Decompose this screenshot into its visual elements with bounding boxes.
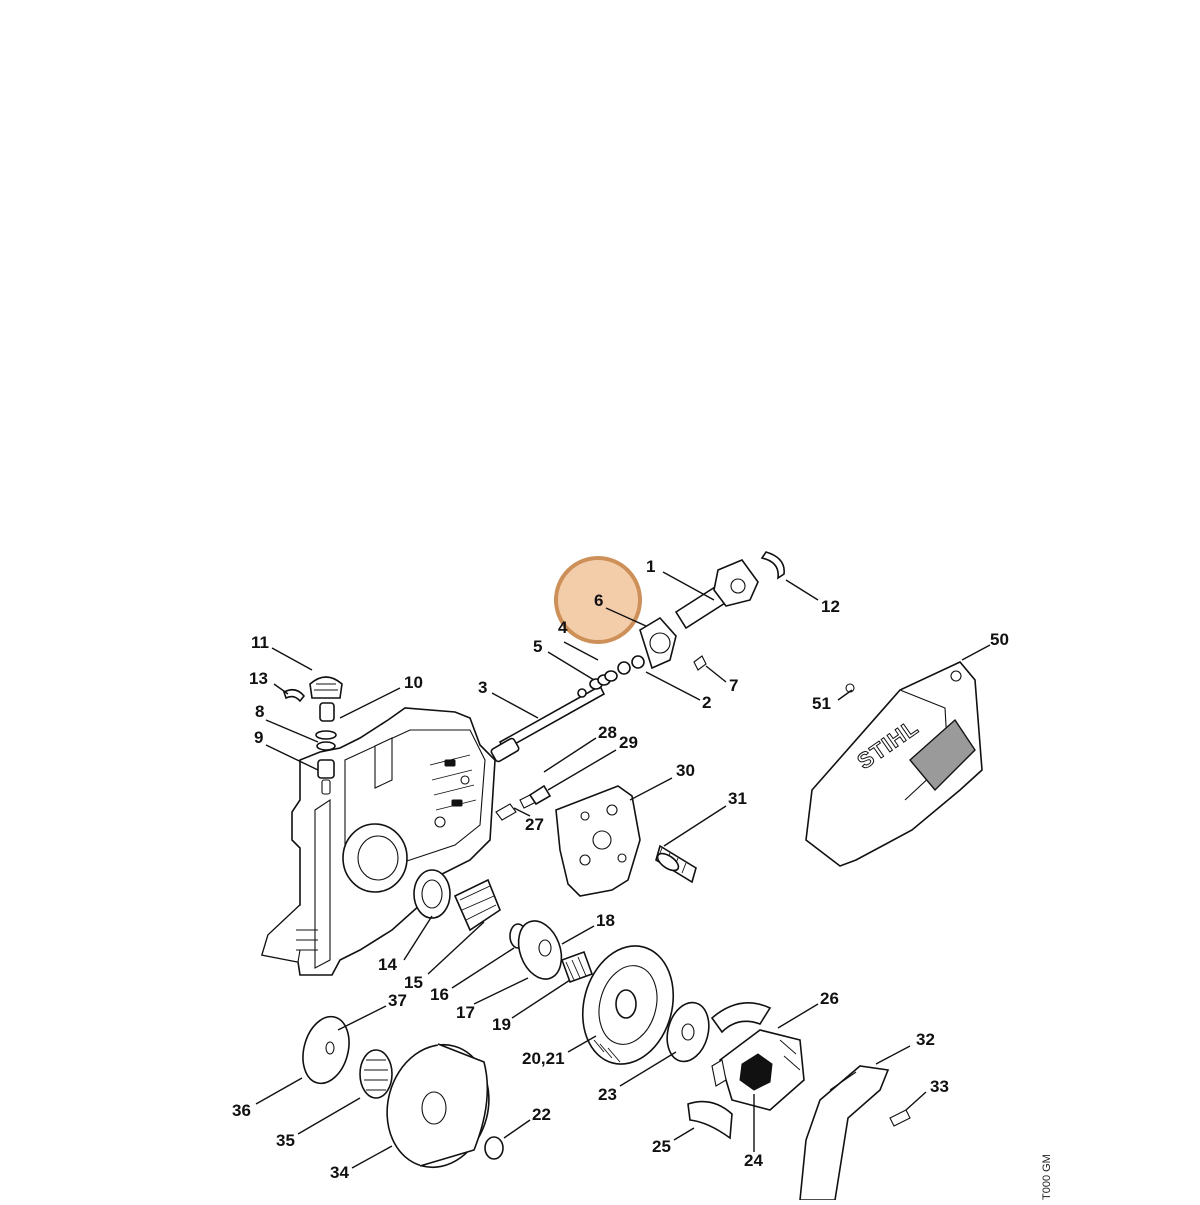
callout-27[interactable]: 27 bbox=[525, 815, 544, 834]
callout-12[interactable]: 12 bbox=[821, 597, 840, 616]
highlight-circle[interactable] bbox=[554, 556, 642, 644]
clutch-washer bbox=[666, 1001, 710, 1063]
clutch-bearing-parts bbox=[413, 869, 594, 984]
highlight-marker[interactable]: 6 bbox=[554, 556, 647, 644]
callout-24[interactable]: 24 bbox=[744, 1151, 763, 1170]
callout-35[interactable]: 35 bbox=[276, 1131, 295, 1150]
callout-2[interactable]: 2 bbox=[702, 693, 711, 712]
callout-30[interactable]: 30 bbox=[676, 761, 695, 780]
callout-16[interactable]: 16 bbox=[430, 985, 449, 1004]
callout-5[interactable]: 5 bbox=[533, 637, 542, 656]
callout-8[interactable]: 8 bbox=[255, 702, 264, 721]
clutch-drum bbox=[581, 945, 675, 1065]
highlight-label[interactable]: 6 bbox=[594, 591, 603, 610]
callout-10[interactable]: 10 bbox=[404, 673, 423, 692]
callout-50[interactable]: 50 bbox=[990, 630, 1009, 649]
callout-labels: 1 12 4 50 5 2 7 11 10 13 3 51 8 28 29 9 … bbox=[232, 557, 1009, 1182]
callout-36[interactable]: 36 bbox=[232, 1101, 251, 1120]
callout-7[interactable]: 7 bbox=[729, 676, 738, 695]
bar-stud bbox=[655, 844, 697, 884]
callout-51[interactable]: 51 bbox=[812, 694, 831, 713]
callout-17[interactable]: 17 bbox=[456, 1003, 475, 1022]
chain-guard bbox=[799, 1065, 911, 1201]
callout-29[interactable]: 29 bbox=[619, 733, 638, 752]
callout-13[interactable]: 13 bbox=[249, 669, 268, 688]
oil-pump-parts bbox=[490, 551, 785, 821]
callout-3[interactable]: 3 bbox=[478, 678, 487, 697]
callout-25[interactable]: 25 bbox=[652, 1137, 671, 1156]
callout-11[interactable]: 11 bbox=[251, 633, 269, 652]
crankcase-housing bbox=[260, 707, 496, 976]
callout-19[interactable]: 19 bbox=[492, 1015, 511, 1034]
callout-4[interactable]: 4 bbox=[558, 618, 568, 637]
callout-9[interactable]: 9 bbox=[254, 728, 263, 747]
clutch-assembly bbox=[687, 1002, 805, 1140]
callout-31[interactable]: 31 bbox=[728, 789, 747, 808]
leader-lines bbox=[255, 571, 991, 1169]
drawing-code: T000 GM bbox=[1041, 1154, 1053, 1200]
callout-18[interactable]: 18 bbox=[596, 911, 615, 930]
callout-37[interactable]: 37 bbox=[388, 991, 407, 1010]
oil-cap-assembly bbox=[283, 676, 343, 795]
sprocket-cover: STIHL bbox=[805, 661, 983, 867]
callout-33[interactable]: 33 bbox=[930, 1077, 949, 1096]
callout-20-21[interactable]: 20,21 bbox=[522, 1049, 565, 1068]
callout-23[interactable]: 23 bbox=[598, 1085, 617, 1104]
callout-1[interactable]: 1 bbox=[646, 557, 655, 576]
sprocket-parts bbox=[302, 1015, 504, 1169]
callout-15[interactable]: 15 bbox=[404, 973, 423, 992]
callout-32[interactable]: 32 bbox=[916, 1030, 935, 1049]
callout-34[interactable]: 34 bbox=[330, 1163, 349, 1182]
callout-22[interactable]: 22 bbox=[532, 1105, 551, 1124]
callout-28[interactable]: 28 bbox=[598, 723, 617, 742]
chain-guide-plate bbox=[555, 785, 641, 897]
callout-26[interactable]: 26 bbox=[820, 989, 839, 1008]
callout-14[interactable]: 14 bbox=[378, 955, 397, 974]
